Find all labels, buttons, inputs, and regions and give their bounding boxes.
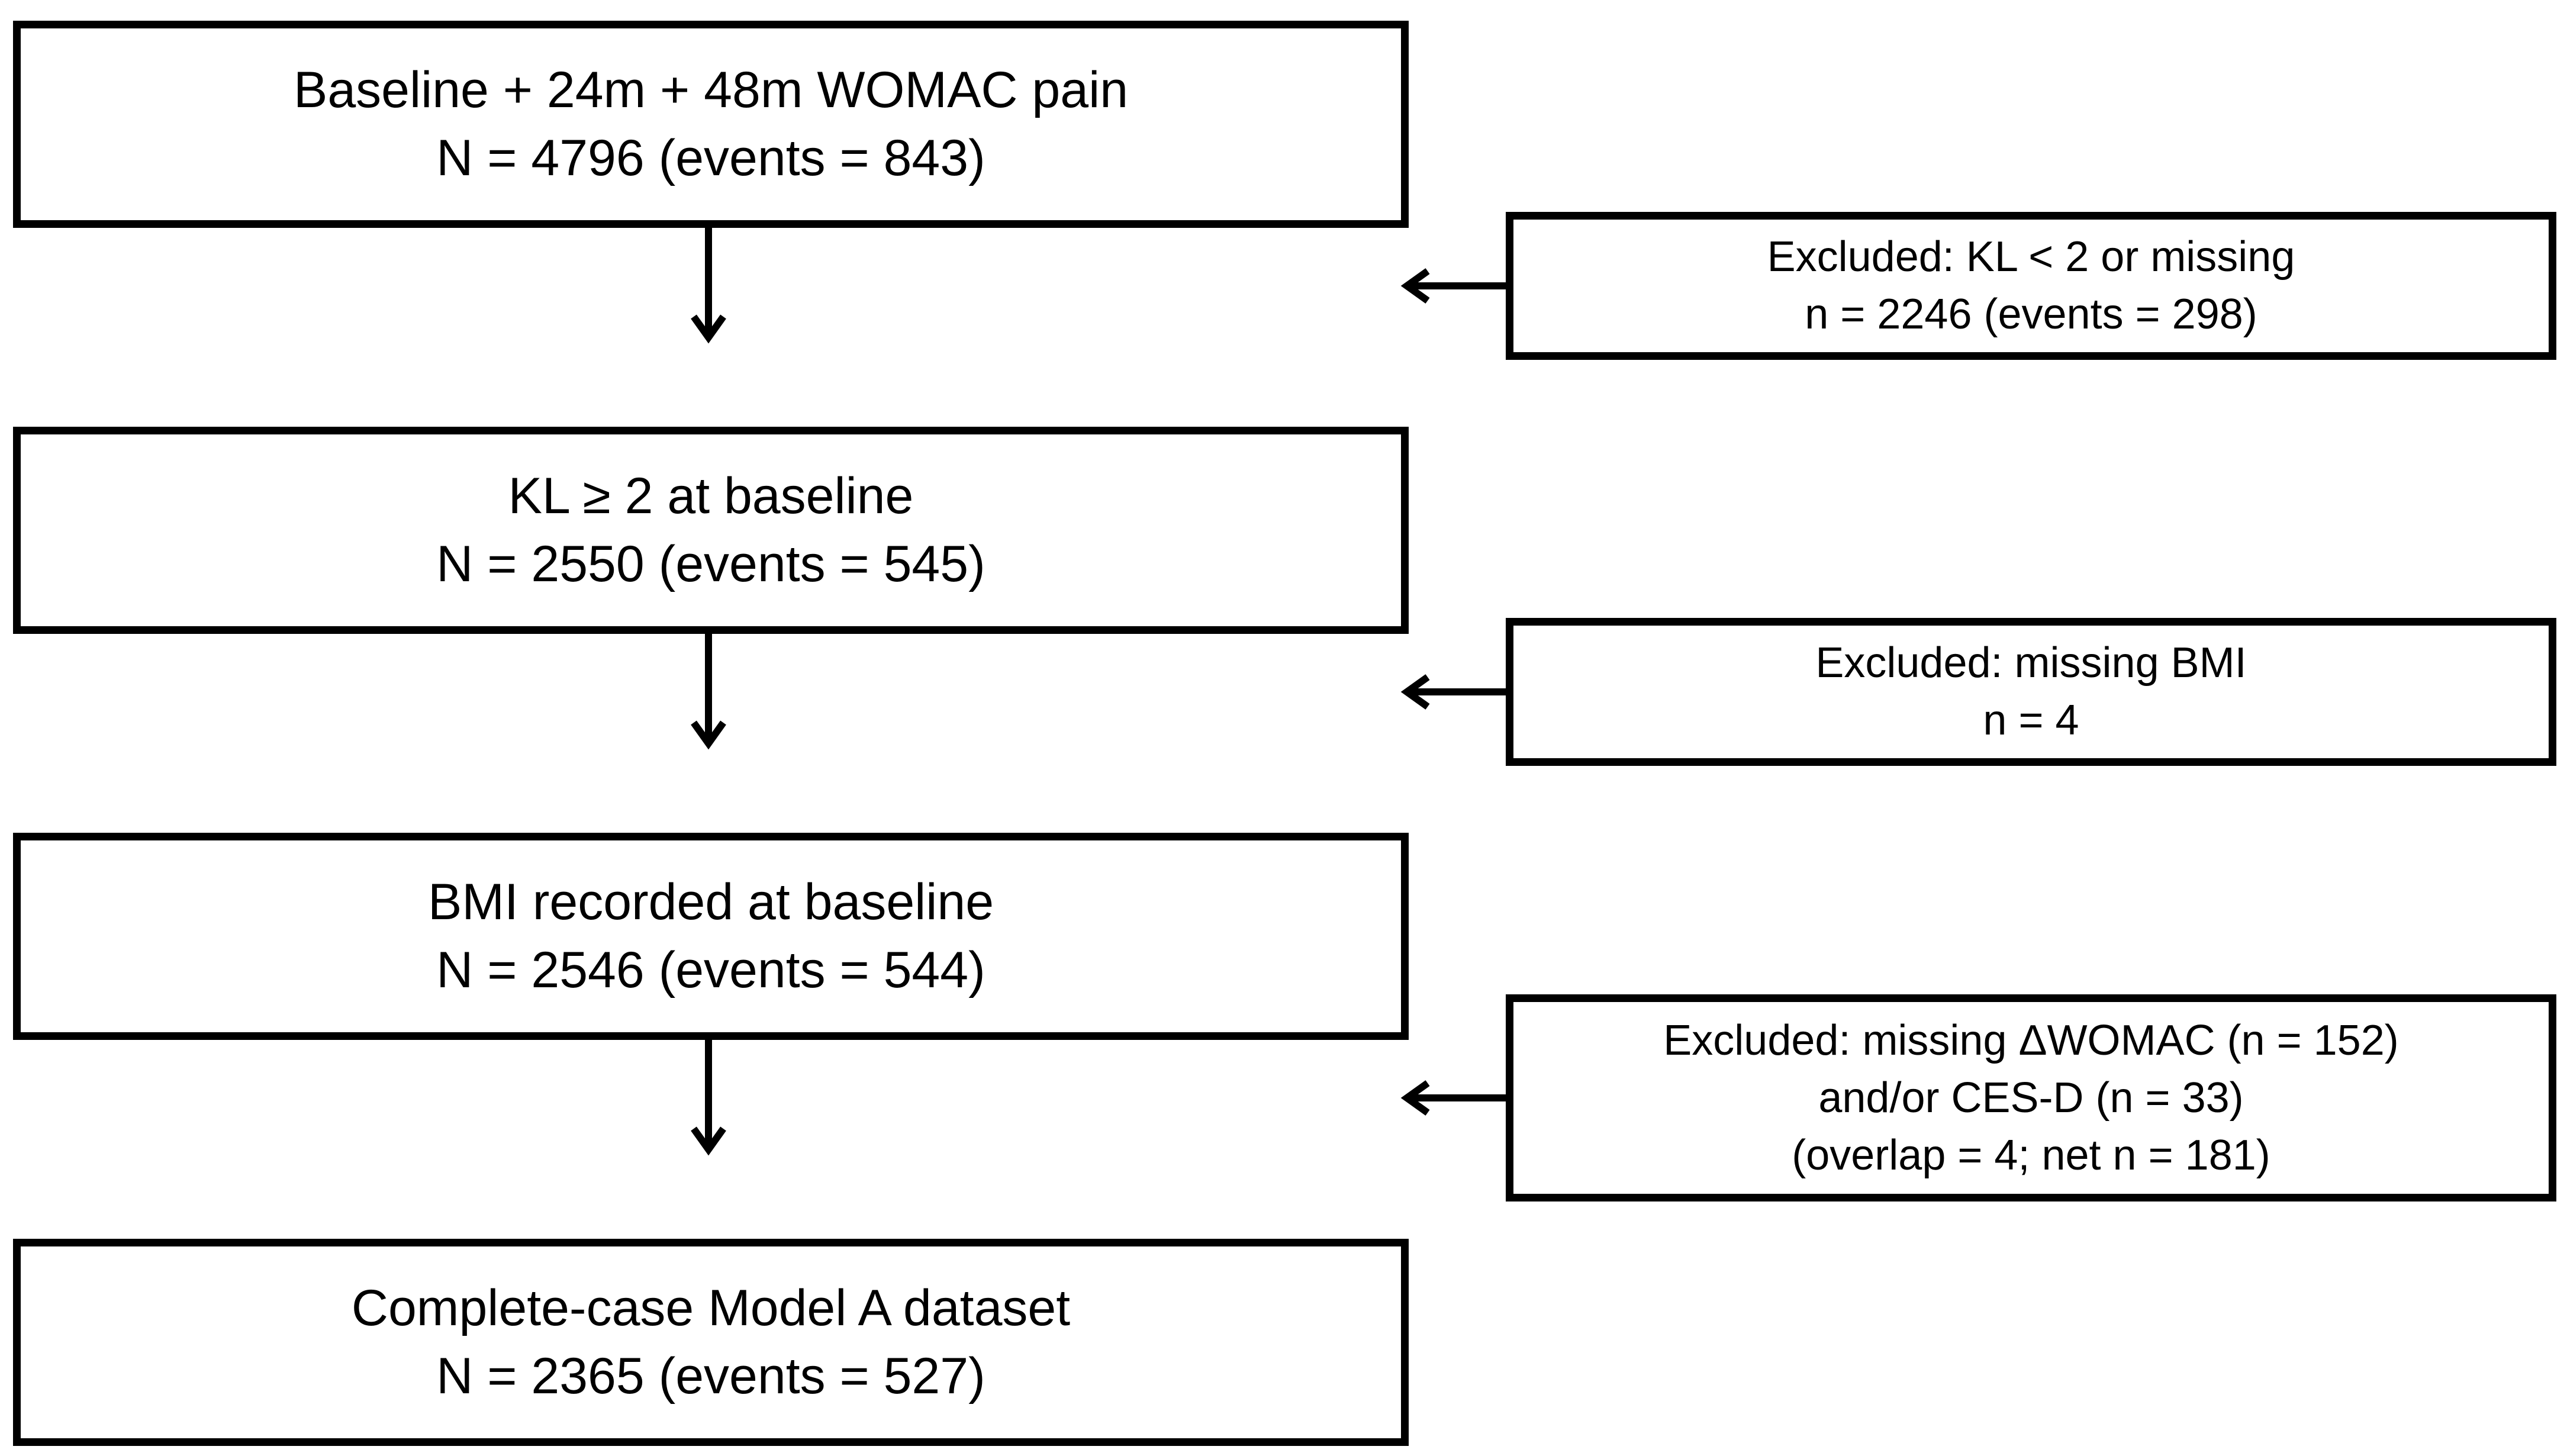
- flow-step-baseline: Baseline + 24m + 48m WOMAC pain N = 4796…: [13, 21, 1409, 228]
- step-title: KL ≥ 2 at baseline: [508, 468, 914, 524]
- exclusion-line: n = 2246 (events = 298): [1805, 291, 2257, 338]
- left-arrow-1: [1400, 268, 1509, 304]
- exclusion-line: n = 4: [1983, 697, 2079, 744]
- exclusion-bmi: Excluded: missing BMI n = 4: [1506, 618, 2556, 766]
- exclusion-line: Excluded: missing BMI: [1815, 639, 2247, 687]
- left-arrow-2: [1400, 674, 1509, 710]
- exclusion-line: and/or CES-D (n = 33): [1818, 1074, 2244, 1122]
- flow-step-kl-baseline: KL ≥ 2 at baseline N = 2550 (events = 54…: [13, 427, 1409, 634]
- step-count: N = 2365 (events = 527): [436, 1348, 985, 1405]
- step-count: N = 2550 (events = 545): [436, 536, 985, 592]
- step-title: Complete-case Model A dataset: [351, 1280, 1071, 1336]
- flow-step-complete-case: Complete-case Model A dataset N = 2365 (…: [13, 1239, 1409, 1446]
- down-arrow-2: [691, 634, 726, 750]
- left-arrow-3: [1400, 1080, 1509, 1116]
- exclusion-kl: Excluded: KL < 2 or missing n = 2246 (ev…: [1506, 212, 2556, 360]
- exclusion-womac-cesd: Excluded: missing ΔWOMAC (n = 152) and/o…: [1506, 994, 2556, 1201]
- step-title: BMI recorded at baseline: [427, 874, 994, 930]
- exclusion-line: Excluded: missing ΔWOMAC (n = 152): [1663, 1016, 2399, 1064]
- step-count: N = 2546 (events = 544): [436, 942, 985, 998]
- step-title: Baseline + 24m + 48m WOMAC pain: [293, 62, 1129, 118]
- down-arrow-1: [691, 228, 726, 344]
- down-arrow-3: [691, 1040, 726, 1156]
- exclusion-line: (overlap = 4; net n = 181): [1792, 1131, 2270, 1179]
- exclusion-line: Excluded: KL < 2 or missing: [1767, 233, 2295, 281]
- step-count: N = 4796 (events = 843): [436, 130, 985, 186]
- flow-step-bmi-recorded: BMI recorded at baseline N = 2546 (event…: [13, 833, 1409, 1040]
